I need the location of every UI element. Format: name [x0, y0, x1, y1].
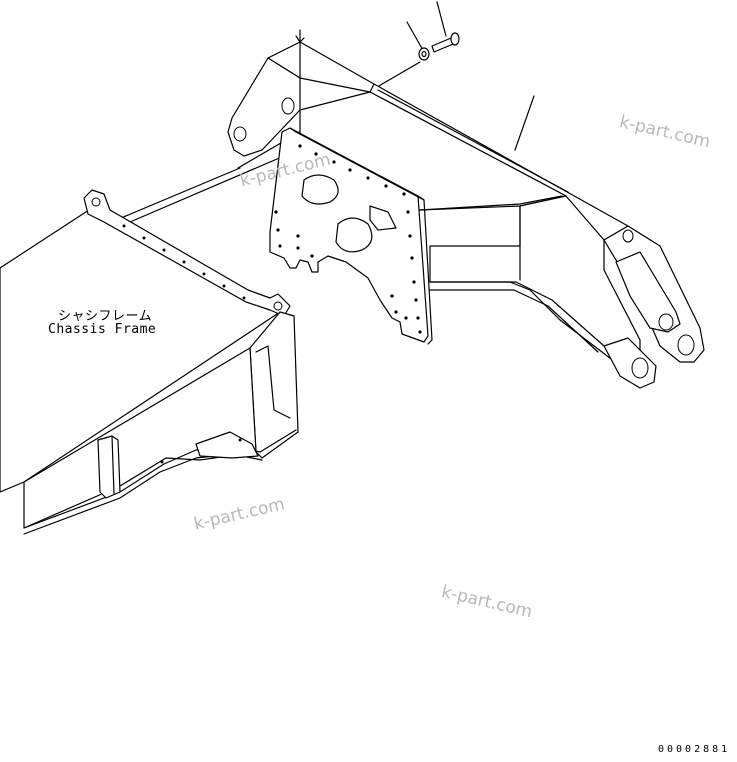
- rail-holes: [122, 224, 246, 300]
- chassis-frame: [0, 189, 299, 535]
- figure-code: 00002881: [658, 744, 731, 755]
- plate-holes: [274, 144, 422, 334]
- washer-icon: [418, 47, 430, 61]
- bolt-icon: [431, 32, 460, 53]
- mounting-plate: [269, 127, 433, 345]
- chassis-frame-label-en: Chassis Frame: [48, 322, 157, 337]
- chassis-frame-label-jp: シャシフレーム: [58, 309, 153, 324]
